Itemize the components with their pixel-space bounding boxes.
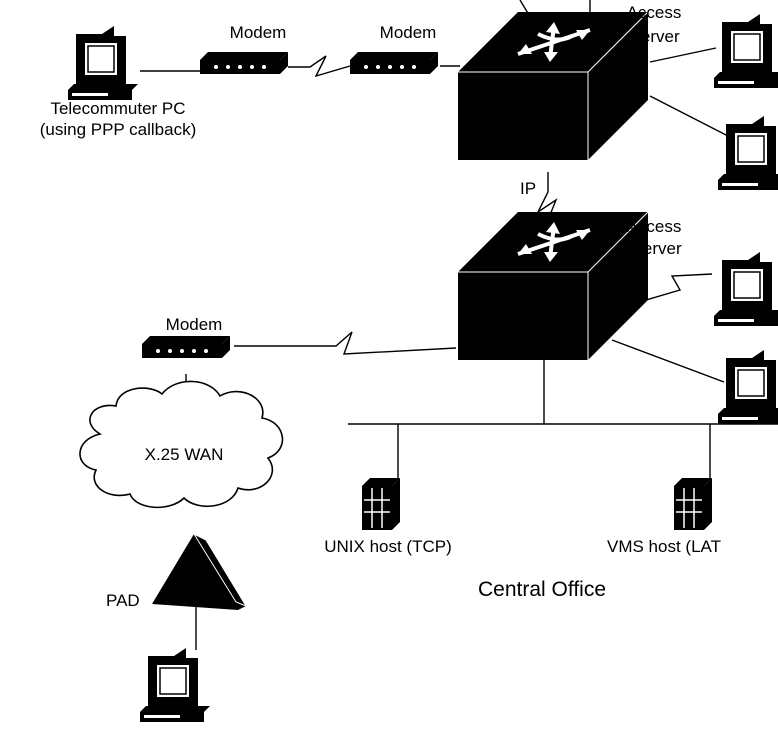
access-server-top-label-line2: server — [632, 27, 680, 46]
telecommuter-pc-icon — [67, 25, 139, 101]
access-server-top-icon — [456, 10, 650, 162]
link-modem3-server — [234, 331, 457, 355]
access-server-bottom-label-line1: Access — [627, 217, 682, 236]
modem-label-1: Modem — [230, 23, 287, 42]
ip-link-label: IP — [520, 179, 536, 198]
modem-label-3: Modem — [166, 315, 223, 334]
pad-label: PAD — [106, 591, 140, 610]
access-server-bottom-label-line2: server — [634, 239, 682, 258]
modem-icon-3 — [142, 336, 230, 358]
pc-top-right-1-icon — [713, 13, 778, 89]
link-top-pc2 — [649, 95, 729, 137]
pc-bottom-right-1-icon — [713, 251, 778, 327]
link-modem1-modem2 — [288, 55, 351, 78]
modem-icon-1 — [200, 52, 288, 74]
central-office-label: Central Office — [478, 578, 606, 601]
modem-icon-2 — [350, 52, 438, 74]
pad-pc-icon — [139, 647, 211, 723]
pc-bottom-right-2-icon — [717, 349, 778, 425]
x25-wan-label: X.25 WAN — [145, 445, 224, 464]
unix-host-icon — [361, 477, 401, 531]
access-server-top-label-line1: Access — [627, 3, 682, 22]
telecommuter-label-line2: (using PPP callback) — [40, 120, 197, 139]
telecommuter-label-line1: Telecommuter PC — [50, 99, 185, 118]
x25-cloud-icon — [79, 380, 284, 509]
link-bottom-pc2 — [611, 339, 725, 383]
modem-label-2: Modem — [380, 23, 437, 42]
vms-host-icon — [673, 477, 713, 531]
vms-host-label: VMS host (LAT — [607, 537, 721, 556]
pc-top-right-2-icon — [717, 115, 778, 191]
unix-host-label: UNIX host (TCP) — [324, 537, 452, 556]
link-top-pc1 — [649, 47, 717, 63]
access-server-bottom-icon — [456, 210, 650, 362]
pad-icon — [152, 532, 248, 610]
